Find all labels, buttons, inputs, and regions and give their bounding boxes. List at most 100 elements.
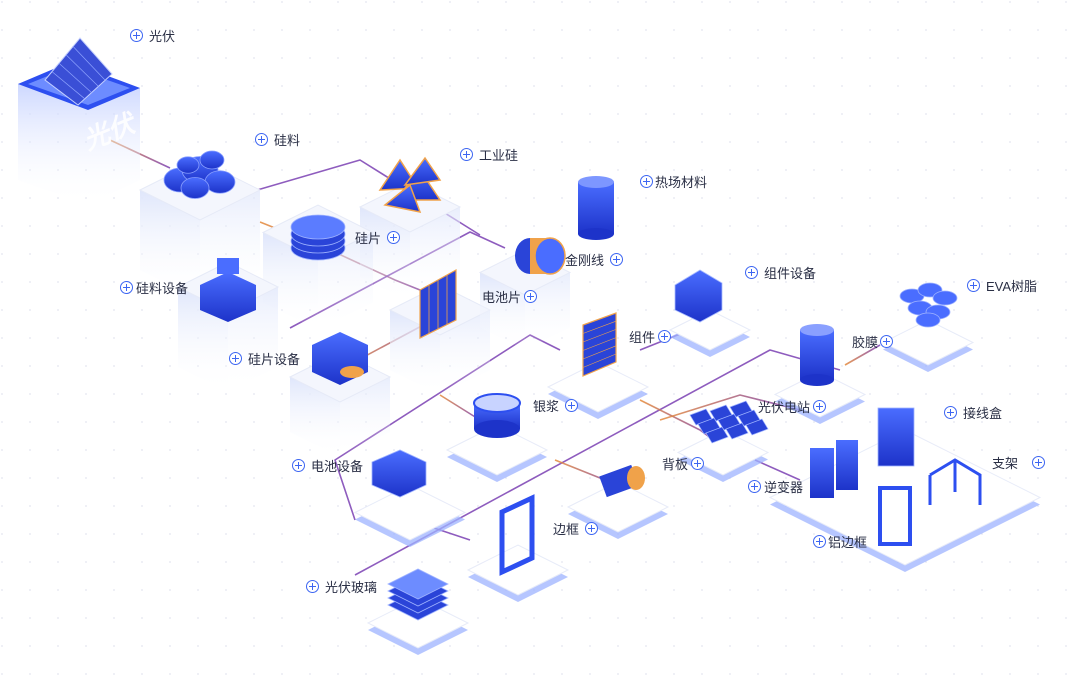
expand-plus-icon (748, 480, 761, 493)
ore-chunk (176, 156, 200, 174)
label-text: 硅料 (274, 133, 301, 148)
wafer-stack-icon (290, 214, 346, 261)
array-panel (745, 418, 769, 436)
battery-body (371, 449, 427, 498)
inverter-unit (810, 448, 834, 498)
junction-box-icon (877, 407, 915, 467)
expand-plus-icon (640, 175, 653, 188)
label-text: 金刚线 (565, 253, 605, 268)
label-junction-box[interactable]: 接线盒 (944, 403, 1002, 422)
expand-plus-icon (691, 457, 705, 470)
expand-plus-icon (813, 535, 826, 548)
label-frame[interactable]: 边框 (553, 519, 599, 538)
label-text: 支架 (992, 456, 1019, 471)
label-bracket[interactable]: 支架 (992, 453, 1046, 472)
inverter-unit (836, 440, 858, 490)
bracket-top (929, 458, 982, 505)
cylinder-icon (578, 176, 614, 240)
cutter-roller (340, 366, 364, 378)
label-text: 组件设备 (764, 266, 817, 281)
film-body (800, 330, 834, 380)
bracket-icon (928, 458, 982, 505)
plate-top (881, 319, 975, 366)
machine-icon (674, 269, 723, 323)
label-silicon-equipment[interactable]: 硅料设备 (120, 278, 188, 297)
label-pv-station[interactable]: 光伏电站 (758, 397, 827, 416)
label-text: 硅料设备 (136, 281, 189, 296)
pellets-icon (899, 282, 958, 328)
panel-array-icon (689, 400, 769, 444)
expand-plus-icon (460, 148, 473, 161)
label-industrial-silicon[interactable]: 工业硅 (460, 145, 518, 164)
cylinder-body (578, 182, 614, 234)
plate-eva (881, 319, 975, 372)
label-inverter[interactable]: 逆变器 (748, 477, 803, 496)
module-grid-line (582, 337, 617, 351)
label-module[interactable]: 组件 (629, 327, 672, 346)
label-film[interactable]: 胶膜 (852, 332, 894, 351)
label-thermal-material[interactable]: 热场材料 (640, 172, 707, 191)
expand-plus-icon (967, 279, 980, 292)
label-aluminum-frame[interactable]: 铝边框 (813, 532, 867, 551)
label-text: 光伏电站 (758, 400, 811, 415)
label-text: EVA树脂 (986, 279, 1038, 294)
label-backsheet[interactable]: 背板 (662, 454, 705, 473)
label-pv-glass[interactable]: 光伏玻璃 (306, 577, 377, 596)
plate-silver-paste (445, 424, 549, 482)
plate-module-equipment (668, 309, 752, 357)
roll-end (627, 466, 645, 490)
label-module-equipment[interactable]: 组件设备 (745, 263, 816, 282)
ore-chunk (204, 170, 236, 194)
array-panel (725, 422, 749, 440)
solar-panel-icon (44, 37, 113, 106)
panel-icon (582, 312, 617, 377)
label-cell[interactable]: 电池片 (482, 287, 538, 306)
label-text: 硅片 (355, 231, 382, 246)
pellet (915, 312, 941, 328)
label-text: 光伏玻璃 (325, 580, 378, 595)
plate-top (566, 481, 670, 533)
panel-grid-line (72, 46, 106, 81)
label-cell-equipment[interactable]: 电池设备 (292, 456, 363, 475)
furnace-body (200, 272, 256, 322)
cylinder-bottom (578, 228, 614, 240)
label-eva[interactable]: EVA树脂 (967, 276, 1037, 295)
expand-plus-icon (120, 281, 133, 294)
label-text: 电池片 (482, 290, 522, 305)
expand-plus-icon (565, 399, 579, 412)
wire-spool-icon (515, 237, 566, 275)
label-text: 热场材料 (655, 175, 708, 190)
connector-line (659, 394, 801, 421)
label-silicon-material[interactable]: 硅料 (255, 130, 300, 149)
label-wafer-equipment[interactable]: 硅片设备 (229, 349, 300, 368)
expand-plus-icon (610, 253, 624, 266)
battery-machine-icon (371, 449, 427, 498)
cutting-machine-icon (312, 332, 368, 385)
panel-grid-line (58, 62, 92, 93)
label-photovoltaic[interactable]: 光伏 (130, 26, 175, 45)
panel-grid-line (65, 54, 99, 87)
label-diamond-wire[interactable]: 金刚线 (565, 250, 624, 269)
film-roll-icon (800, 324, 834, 386)
panel-grid-line (51, 71, 86, 100)
inverter-icon (810, 440, 858, 498)
plate-pv-glass (366, 597, 470, 655)
label-text: 工业硅 (479, 148, 519, 163)
tub-bottom (474, 420, 520, 438)
label-wafer[interactable]: 硅片 (355, 228, 401, 247)
module-grid-line (582, 345, 617, 360)
label-text: 逆变器 (764, 480, 804, 495)
label-text: 接线盒 (963, 406, 1003, 421)
label-text: 背板 (662, 457, 689, 472)
machine-body (674, 269, 723, 323)
cylinder-top (578, 176, 614, 188)
label-text: 组件 (629, 330, 656, 345)
connector-line (439, 394, 481, 421)
backsheet-roll-icon (599, 464, 645, 498)
frame-icon (499, 494, 535, 576)
expand-plus-icon (130, 29, 143, 42)
label-text: 铝边框 (828, 535, 868, 550)
label-silver-paste[interactable]: 银浆 (533, 396, 579, 415)
pellet (932, 290, 958, 306)
ore-chunk (180, 177, 210, 199)
